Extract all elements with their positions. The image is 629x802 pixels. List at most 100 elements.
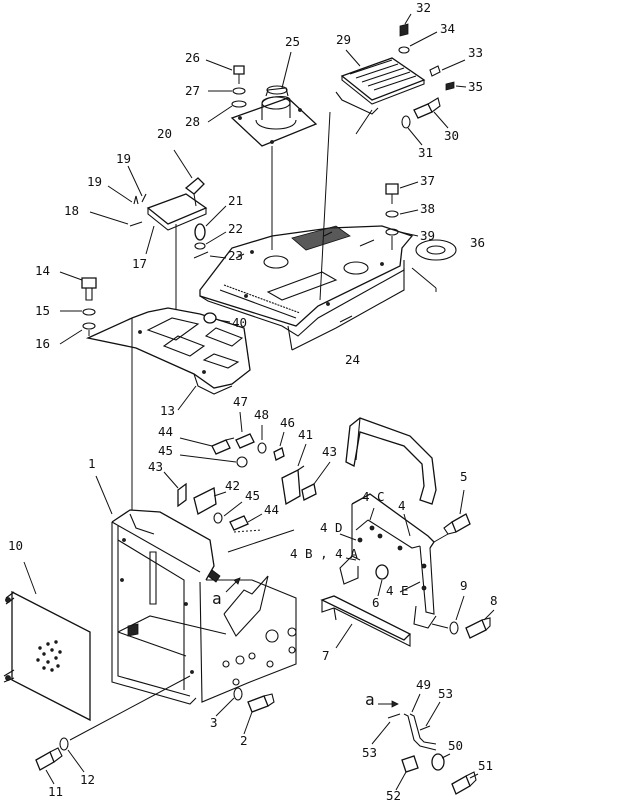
callout-12: 12 bbox=[80, 772, 95, 787]
seal-part-36 bbox=[411, 239, 457, 292]
callout-53a: 53 bbox=[438, 686, 453, 701]
bolt-part-47 bbox=[235, 411, 255, 449]
washer-part-3 bbox=[215, 687, 243, 717]
callout-34: 34 bbox=[440, 21, 455, 36]
callout-38: 38 bbox=[420, 201, 435, 216]
grommet-part-40 bbox=[203, 312, 231, 324]
view-arrow-a bbox=[225, 577, 241, 593]
hardware-32-35 bbox=[398, 13, 467, 91]
bolt-part-5 bbox=[433, 489, 471, 543]
pins-part-53 bbox=[371, 701, 441, 745]
callout-31: 31 bbox=[418, 145, 433, 160]
callout-3: 3 bbox=[210, 715, 218, 730]
callout-51: 51 bbox=[478, 758, 493, 773]
bolts-part-44 bbox=[179, 437, 263, 531]
view-markers: aa bbox=[212, 589, 375, 709]
callout-4C: 4 C bbox=[362, 489, 385, 504]
callout-35: 35 bbox=[468, 79, 483, 94]
bracket-part-17 bbox=[145, 193, 208, 255]
callout-21: 21 bbox=[228, 193, 243, 208]
washer-part-28 bbox=[207, 100, 247, 123]
callout-32: 32 bbox=[416, 0, 431, 15]
callout-50: 50 bbox=[448, 738, 463, 753]
bushing-part-50 bbox=[431, 753, 451, 771]
callout-17: 17 bbox=[132, 256, 147, 271]
handle-bar bbox=[345, 417, 437, 505]
bracket-part-42 bbox=[193, 487, 227, 515]
top-cover-part-24 bbox=[199, 225, 414, 351]
callout-9: 9 bbox=[460, 578, 468, 593]
callout-52: 52 bbox=[386, 788, 401, 802]
callout-11: 11 bbox=[48, 784, 63, 799]
washer-part-31 bbox=[401, 115, 423, 146]
column-plate-part-25 bbox=[230, 51, 318, 250]
callout-46: 46 bbox=[280, 415, 295, 430]
callout-23: 23 bbox=[228, 248, 243, 263]
bolt-part-8 bbox=[465, 609, 495, 639]
callout-10: 10 bbox=[8, 538, 23, 553]
view-marker-a1: a bbox=[212, 589, 222, 608]
callout-41: 41 bbox=[298, 427, 313, 442]
vent-pattern bbox=[36, 640, 62, 672]
callout-47: 47 bbox=[233, 394, 248, 409]
bolt-part-14 bbox=[59, 271, 97, 301]
washer-part-39 bbox=[385, 228, 419, 250]
washer-part-9 bbox=[431, 595, 465, 635]
nut-part-46 bbox=[273, 431, 285, 461]
bolt-part-2 bbox=[243, 693, 275, 735]
callout-29: 29 bbox=[336, 32, 351, 47]
bolt-part-11 bbox=[35, 747, 63, 785]
clips-part-43 bbox=[163, 461, 331, 508]
callout-30: 30 bbox=[444, 128, 459, 143]
grille-part-29 bbox=[319, 49, 426, 301]
washers-part-45 bbox=[179, 454, 248, 524]
callout-33: 33 bbox=[468, 45, 483, 60]
frame-part-4 bbox=[339, 493, 437, 629]
washer-part-38 bbox=[385, 209, 419, 218]
callout-49: 49 bbox=[416, 677, 431, 692]
lever-part-20 bbox=[173, 149, 205, 207]
bolt-part-30 bbox=[413, 97, 449, 129]
callout-42: 42 bbox=[225, 478, 240, 493]
callout-39: 39 bbox=[420, 228, 435, 243]
view-marker-a2: a bbox=[365, 690, 375, 709]
callout-43a: 43 bbox=[148, 459, 163, 474]
callout-4E: 4 E bbox=[386, 583, 409, 598]
bolt-part-37 bbox=[385, 181, 419, 204]
callout-13: 13 bbox=[160, 403, 175, 418]
callout-44a: 44 bbox=[158, 424, 173, 439]
callout-4: 4 bbox=[398, 498, 406, 513]
callout-25: 25 bbox=[285, 34, 300, 49]
washer-part-27 bbox=[208, 87, 246, 95]
callout-6: 6 bbox=[372, 595, 380, 610]
callout-14: 14 bbox=[35, 263, 50, 278]
callout-43b: 43 bbox=[322, 444, 337, 459]
callout-37: 37 bbox=[420, 173, 435, 188]
nut-part-52 bbox=[395, 755, 419, 791]
callout-8: 8 bbox=[490, 593, 498, 608]
callout-4D: 4 D bbox=[320, 520, 343, 535]
bolt-part-51 bbox=[451, 771, 479, 795]
callout-15: 15 bbox=[35, 303, 50, 318]
pins-part-18-19 bbox=[89, 165, 147, 227]
callout-24: 24 bbox=[345, 352, 360, 367]
callout-22: 22 bbox=[228, 221, 243, 236]
washer-part-15 bbox=[60, 308, 96, 316]
bolt-part-26 bbox=[205, 59, 245, 84]
arrow-a-detail bbox=[378, 700, 399, 708]
callout-26: 26 bbox=[185, 50, 200, 65]
callout-1: 1 bbox=[88, 456, 96, 471]
lever-part-49 bbox=[403, 693, 437, 751]
callout-19b: 19 bbox=[87, 174, 102, 189]
callout-4BA: 4 B , 4 A bbox=[290, 546, 358, 561]
callout-40: 40 bbox=[232, 315, 247, 330]
callout-18: 18 bbox=[64, 203, 79, 218]
callout-7: 7 bbox=[322, 648, 330, 663]
callout-16: 16 bbox=[35, 336, 50, 351]
callout-36: 36 bbox=[470, 235, 485, 250]
callout-45b: 45 bbox=[245, 488, 260, 503]
callout-19a: 19 bbox=[116, 151, 131, 166]
callout-2: 2 bbox=[240, 733, 248, 748]
washer-part-16 bbox=[59, 322, 96, 345]
callout-20: 20 bbox=[157, 126, 172, 141]
